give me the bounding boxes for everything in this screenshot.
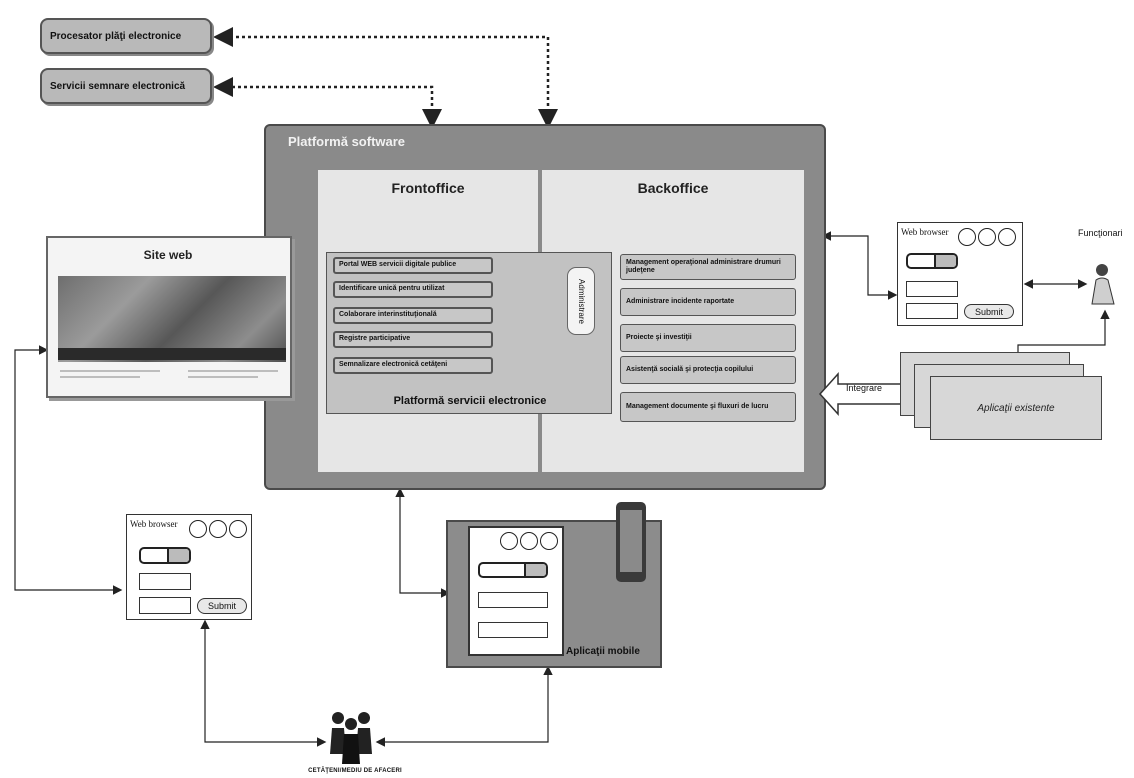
- circle-icon: [189, 520, 207, 538]
- input-field[interactable]: [906, 303, 958, 319]
- submit-button[interactable]: Submit: [197, 598, 247, 614]
- site-screenshot: [58, 276, 286, 362]
- web-browser-right: Web browser Submit: [897, 222, 1023, 326]
- administration-label: Administrare: [576, 278, 586, 324]
- service-item: Colaborare interinstituţională: [333, 307, 493, 324]
- mobile-apps-label: Aplicaţii mobile: [566, 646, 640, 657]
- circle-icon: [978, 228, 996, 246]
- browser-title: Web browser: [130, 519, 178, 529]
- service-item: Semnalizare electronică cetăţeni: [333, 357, 493, 374]
- site-text-line: [60, 370, 160, 372]
- functionari-label: Funcţionari: [1078, 228, 1123, 238]
- input-field[interactable]: [478, 622, 548, 638]
- input-field[interactable]: [139, 573, 191, 590]
- backoffice-item: Management operaţional administrare drum…: [620, 254, 796, 280]
- site-screenshot-bar: [58, 348, 286, 360]
- existing-app-card: Aplicaţii existente: [930, 376, 1102, 440]
- backoffice-title: Backoffice: [637, 180, 709, 196]
- browser-title: Web browser: [901, 227, 949, 237]
- toggle-switch[interactable]: [906, 253, 958, 269]
- site-text-line: [188, 370, 278, 372]
- toggle-knob: [524, 564, 546, 576]
- integration-label: Integrare: [846, 383, 883, 393]
- people-icon: [330, 712, 372, 764]
- toggle-switch[interactable]: [139, 547, 191, 564]
- platform-title: Platformă software: [288, 134, 406, 149]
- site-text-line: [188, 376, 258, 378]
- backoffice-item: Administrare incidente raportate: [620, 288, 796, 316]
- phone-screen: [468, 526, 564, 656]
- existing-apps-label: Aplicaţii existente: [977, 403, 1055, 414]
- citizens-label: CETĂŢENI/MEDIU DE AFACERI: [308, 768, 402, 774]
- frontoffice-title: Frontoffice: [391, 180, 465, 196]
- toggle-knob: [934, 255, 956, 267]
- phone-icon: [616, 502, 646, 582]
- software-platform: Platformă software Frontoffice Backoffic…: [264, 124, 826, 490]
- backoffice-item: Asistenţă socială şi protecţia copilului: [620, 356, 796, 384]
- site-web-title: Site web: [143, 248, 193, 262]
- service-item: Identificare unică pentru utilizat: [333, 281, 493, 298]
- backoffice-item: Management documente şi fluxuri de lucru: [620, 392, 796, 422]
- toggle-switch[interactable]: [478, 562, 548, 578]
- circle-icon: [958, 228, 976, 246]
- toggle-knob: [167, 549, 189, 562]
- payment-processor-box: Procesator plăţi electronice: [40, 18, 212, 54]
- person-icon: [1091, 264, 1115, 305]
- circle-icon: [209, 520, 227, 538]
- site-text-line: [60, 376, 140, 378]
- circle-icon: [500, 532, 518, 550]
- circle-icon: [540, 532, 558, 550]
- backoffice-item: Proiecte şi investiţii: [620, 324, 796, 352]
- service-item: Portal WEB servicii digitale publice: [333, 257, 493, 274]
- circle-icon: [229, 520, 247, 538]
- service-item: Registre participative: [333, 331, 493, 348]
- payment-processor-label: Procesator plăţi electronice: [50, 30, 182, 42]
- e-signature-label: Servicii semnare electronică: [50, 80, 186, 92]
- input-field[interactable]: [139, 597, 191, 614]
- e-signature-box: Servicii semnare electronică: [40, 68, 212, 104]
- circle-icon: [998, 228, 1016, 246]
- circle-icon: [520, 532, 538, 550]
- submit-button[interactable]: Submit: [964, 304, 1014, 319]
- administration-button[interactable]: Administrare: [567, 267, 595, 335]
- electronic-services-title: Platformă servicii electronice: [393, 395, 547, 407]
- site-web-panel: Site web: [46, 236, 292, 398]
- electronic-services-platform: Portal WEB servicii digitale publice Ide…: [326, 252, 612, 414]
- web-browser-left: Web browser Submit: [126, 514, 252, 620]
- input-field[interactable]: [478, 592, 548, 608]
- input-field[interactable]: [906, 281, 958, 297]
- mobile-apps-area: Aplicaţii mobile: [446, 520, 662, 668]
